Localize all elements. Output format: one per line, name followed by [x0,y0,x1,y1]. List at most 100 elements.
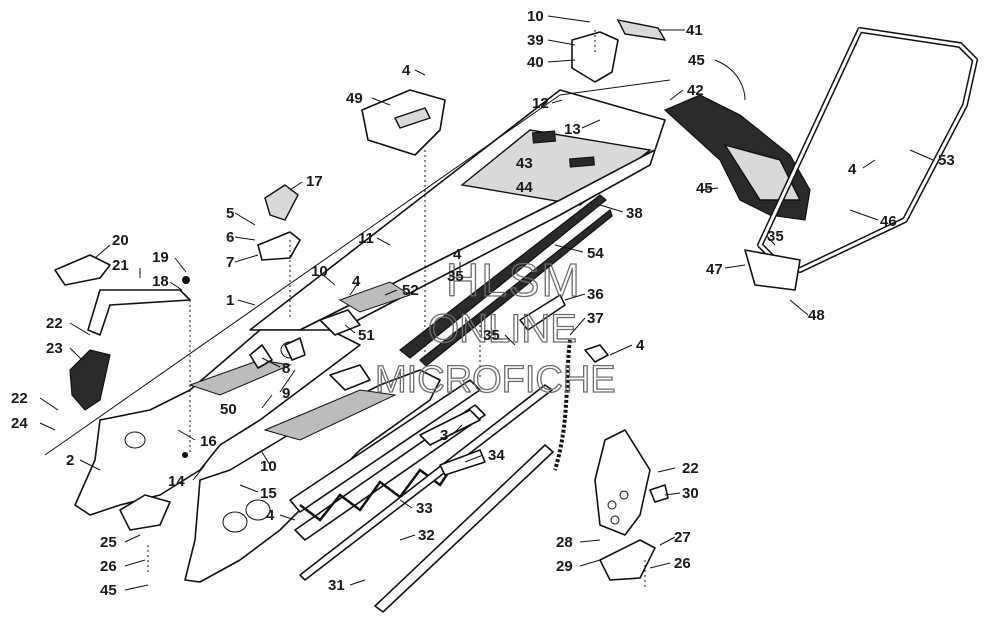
callout-21: 21 [112,257,129,274]
panel-hole-1 [222,511,248,533]
callout-29: 29 [556,558,573,575]
callout-20: 20 [112,232,129,249]
tunnel-rail-strip [399,194,607,359]
callout-7: 7 [226,254,234,271]
callout-3: 3 [440,427,448,444]
bracket-3 [419,409,481,446]
callout-30: 30 [682,485,699,502]
callout-46: 46 [880,213,897,230]
mount-7 [257,231,301,261]
callout-2: 2 [66,452,74,469]
footrest-texture-right [263,389,397,441]
leader-26a [124,559,146,567]
footrest-pad-52 [338,281,412,313]
running-board-truss [289,379,554,613]
leader-35a [766,235,776,246]
callout-4: 4 [266,507,275,524]
strap-clip [584,344,609,363]
callout-18: 18 [152,273,169,290]
callout-37: 37 [587,310,604,327]
callout-10: 10 [260,458,277,475]
plate-hole-2 [619,490,629,500]
leader-lines [39,15,934,591]
leader-42 [669,89,684,101]
callout-25: 25 [100,534,117,551]
leader-31 [349,579,366,586]
snow-flap-panel [723,143,802,201]
leader-49 [371,97,391,106]
callout-45: 45 [696,180,713,197]
leader-23 [69,347,83,361]
panel-hole-3 [124,431,146,449]
callout-14: 14 [168,473,185,490]
leader-54 [554,244,584,253]
bumper-mount-47 [744,249,801,291]
leader-9 [279,369,296,393]
leader-5 [234,212,256,226]
callout-17: 17 [306,173,323,190]
callout-22: 22 [46,315,63,332]
callout-19: 19 [152,249,169,266]
callout-40: 40 [527,54,544,71]
leader-29 [579,559,601,567]
callout-4: 4 [636,337,645,354]
clip-9 [284,337,306,361]
running-rail-31 [299,384,553,581]
bracket-50 [329,364,371,391]
leader-45a [714,59,746,101]
panel-hole-2 [245,499,271,521]
callout-27: 27 [674,529,691,546]
leader-25 [124,534,141,543]
leader-4e [609,344,633,356]
leader-35c [504,334,516,346]
brace-36 [519,294,566,331]
leader-14 [192,464,206,481]
footrest-texture-left [188,359,292,396]
callout-35: 35 [447,268,464,285]
storage-bag-lid [394,107,431,129]
leader-30 [664,492,681,496]
callout-4: 4 [352,273,361,290]
plate-30 [594,429,651,536]
leader-22b [39,397,59,411]
callout-6: 6 [226,229,234,246]
callout-12: 12 [532,95,549,112]
leader-15 [239,484,259,493]
leader-50 [261,394,273,409]
leader-18 [169,281,183,291]
watermark: HLSM ONLINE MICROFICHE [374,253,616,401]
callout-52: 52 [402,282,419,299]
leader-24 [39,422,56,431]
callout-4: 4 [402,62,411,79]
callout-32: 32 [418,527,435,544]
leader-4a [414,69,426,76]
leader-10a [547,15,591,23]
callout-53: 53 [938,152,955,169]
callout-43: 43 [516,155,533,172]
leader-45b [699,187,719,191]
callout-4: 4 [848,161,857,178]
frame-outline-top [559,79,671,96]
leader-1 [237,299,256,306]
clip-8 [249,344,273,369]
leader-4b [862,159,876,169]
loose-parts [54,19,978,581]
leader-36 [564,293,586,301]
plate-hole-3 [610,515,620,525]
slot-44 [569,156,595,168]
leader-51 [344,324,356,334]
callout-9: 9 [282,385,290,402]
callout-44: 44 [516,179,533,196]
callout-45: 45 [100,582,117,599]
callout-35: 35 [767,228,784,245]
watermark-line2: ONLINE [428,307,577,351]
cap-25 [119,494,171,531]
rear-side-panel [184,369,441,583]
leader-12 [551,99,563,104]
leader-38 [599,204,624,213]
callout-5: 5 [226,205,234,222]
leader-11 [376,237,391,246]
callout-34: 34 [488,447,505,464]
